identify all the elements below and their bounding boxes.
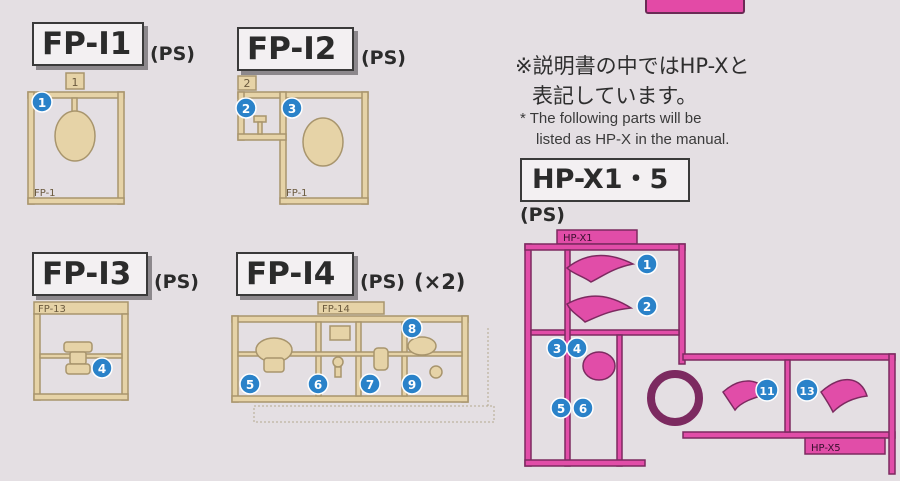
callout-bubble <box>359 373 381 395</box>
horn-part <box>565 254 636 283</box>
callout-bubble <box>239 373 261 395</box>
fp-i2-material: (PS) <box>361 47 406 69</box>
fp-i1-runner-diagram: 1 FP-1 1 <box>27 72 125 205</box>
fp-i4-runner-label: FP-14 <box>322 304 350 315</box>
fp-i3-code-box: FP-I3 <box>32 252 148 296</box>
small-peg-part <box>253 115 267 123</box>
callout-number: 3 <box>553 342 561 356</box>
fp-i2-code-box: FP-I2 <box>237 27 354 71</box>
fp-i1-tag-number: 1 <box>72 76 79 89</box>
fp-i4-quantity: (×2) <box>414 270 466 294</box>
hpx-code: HP-X1・5 <box>532 164 669 195</box>
fp-i4-code: FP-I4 <box>246 256 336 292</box>
hpx-code-box: HP-X1・5 <box>520 158 690 202</box>
callout-number: 9 <box>408 378 416 392</box>
fp-i1-material: (PS) <box>150 43 195 65</box>
callout-number: 13 <box>799 385 814 398</box>
callout-number: 5 <box>246 378 254 392</box>
fp-i4-code-box: FP-I4 <box>236 252 354 296</box>
note-en-line2: listed as HP-X in the manual. <box>536 131 730 148</box>
arm-part <box>373 347 389 371</box>
callout-bubble <box>91 357 113 379</box>
callout-number: 6 <box>314 378 322 392</box>
callout-bubble <box>401 317 423 339</box>
callout-bubble <box>281 97 303 119</box>
hpx-material: (PS) <box>520 204 565 226</box>
callout-number: 6 <box>579 402 587 416</box>
hpx-runner-label-bottom: HP-X5 <box>811 443 841 454</box>
callout-number: 4 <box>98 362 106 376</box>
face-part <box>302 117 344 167</box>
round-part <box>582 351 616 381</box>
callout-bubble <box>235 97 257 119</box>
callout-number: 4 <box>573 342 581 356</box>
runner-tag <box>237 75 257 91</box>
callout-number: 2 <box>643 300 651 314</box>
fp-i4-material: (PS) <box>360 271 405 293</box>
note-en-line1: * The following parts will be <box>520 110 702 127</box>
note-jp-line1: ※説明書の中ではHP-Xと <box>515 54 750 78</box>
fp-i3-runner-diagram: FP-13 4 <box>33 301 129 401</box>
callout-number: 1 <box>38 96 46 110</box>
hand-part <box>407 336 437 356</box>
note-jp-line2: 表記しています。 <box>532 84 698 108</box>
ring-part <box>647 370 703 426</box>
callout-number: 1 <box>643 258 651 272</box>
hpx-runner-diagram: HP-X1 HP-X5 1 2 3 4 5 6 11 13 <box>524 229 896 475</box>
callout-number: 3 <box>288 102 296 116</box>
callout-bubble <box>572 397 594 419</box>
callout-bubble <box>401 373 423 395</box>
callout-number: 2 <box>242 102 250 116</box>
callout-number: 8 <box>408 322 416 336</box>
fp-i3-runner-label: FP-13 <box>38 304 66 315</box>
runner-tag <box>65 72 85 90</box>
fp-i3-code: FP-I3 <box>42 256 132 292</box>
fp-i2-tag-number: 2 <box>244 77 251 90</box>
callout-number: 5 <box>557 402 565 416</box>
callout-bubble <box>566 337 588 359</box>
callout-bubble <box>31 91 53 113</box>
fin-part <box>820 378 868 414</box>
fp-i4-runner-diagram: FP-14 5 6 7 8 9 <box>231 301 495 423</box>
fp-i2-runner-label: FP-1 <box>286 188 308 199</box>
pink-runner-edge-top <box>645 0 745 14</box>
face-part <box>54 110 96 162</box>
fp-i1-runner-label: FP-1 <box>34 188 56 199</box>
fp-i2-code: FP-I2 <box>247 31 337 67</box>
hpx-runner-label-top: HP-X1 <box>563 233 593 244</box>
callout-bubble <box>636 253 658 275</box>
callout-bubble <box>755 378 779 402</box>
fp-i1-code: FP-I1 <box>42 26 132 62</box>
fp-i3-material: (PS) <box>154 271 199 293</box>
horn-part <box>566 295 634 323</box>
callout-number: 11 <box>759 385 774 398</box>
callout-number: 7 <box>366 378 374 392</box>
callout-bubble <box>636 295 658 317</box>
fp-i2-runner-diagram: 2 FP-1 2 3 <box>235 75 369 205</box>
callout-bubble <box>550 397 572 419</box>
body-part <box>63 341 93 353</box>
callout-bubble <box>795 378 819 402</box>
callout-bubble <box>307 373 329 395</box>
fp-i1-code-box: FP-I1 <box>32 22 144 66</box>
